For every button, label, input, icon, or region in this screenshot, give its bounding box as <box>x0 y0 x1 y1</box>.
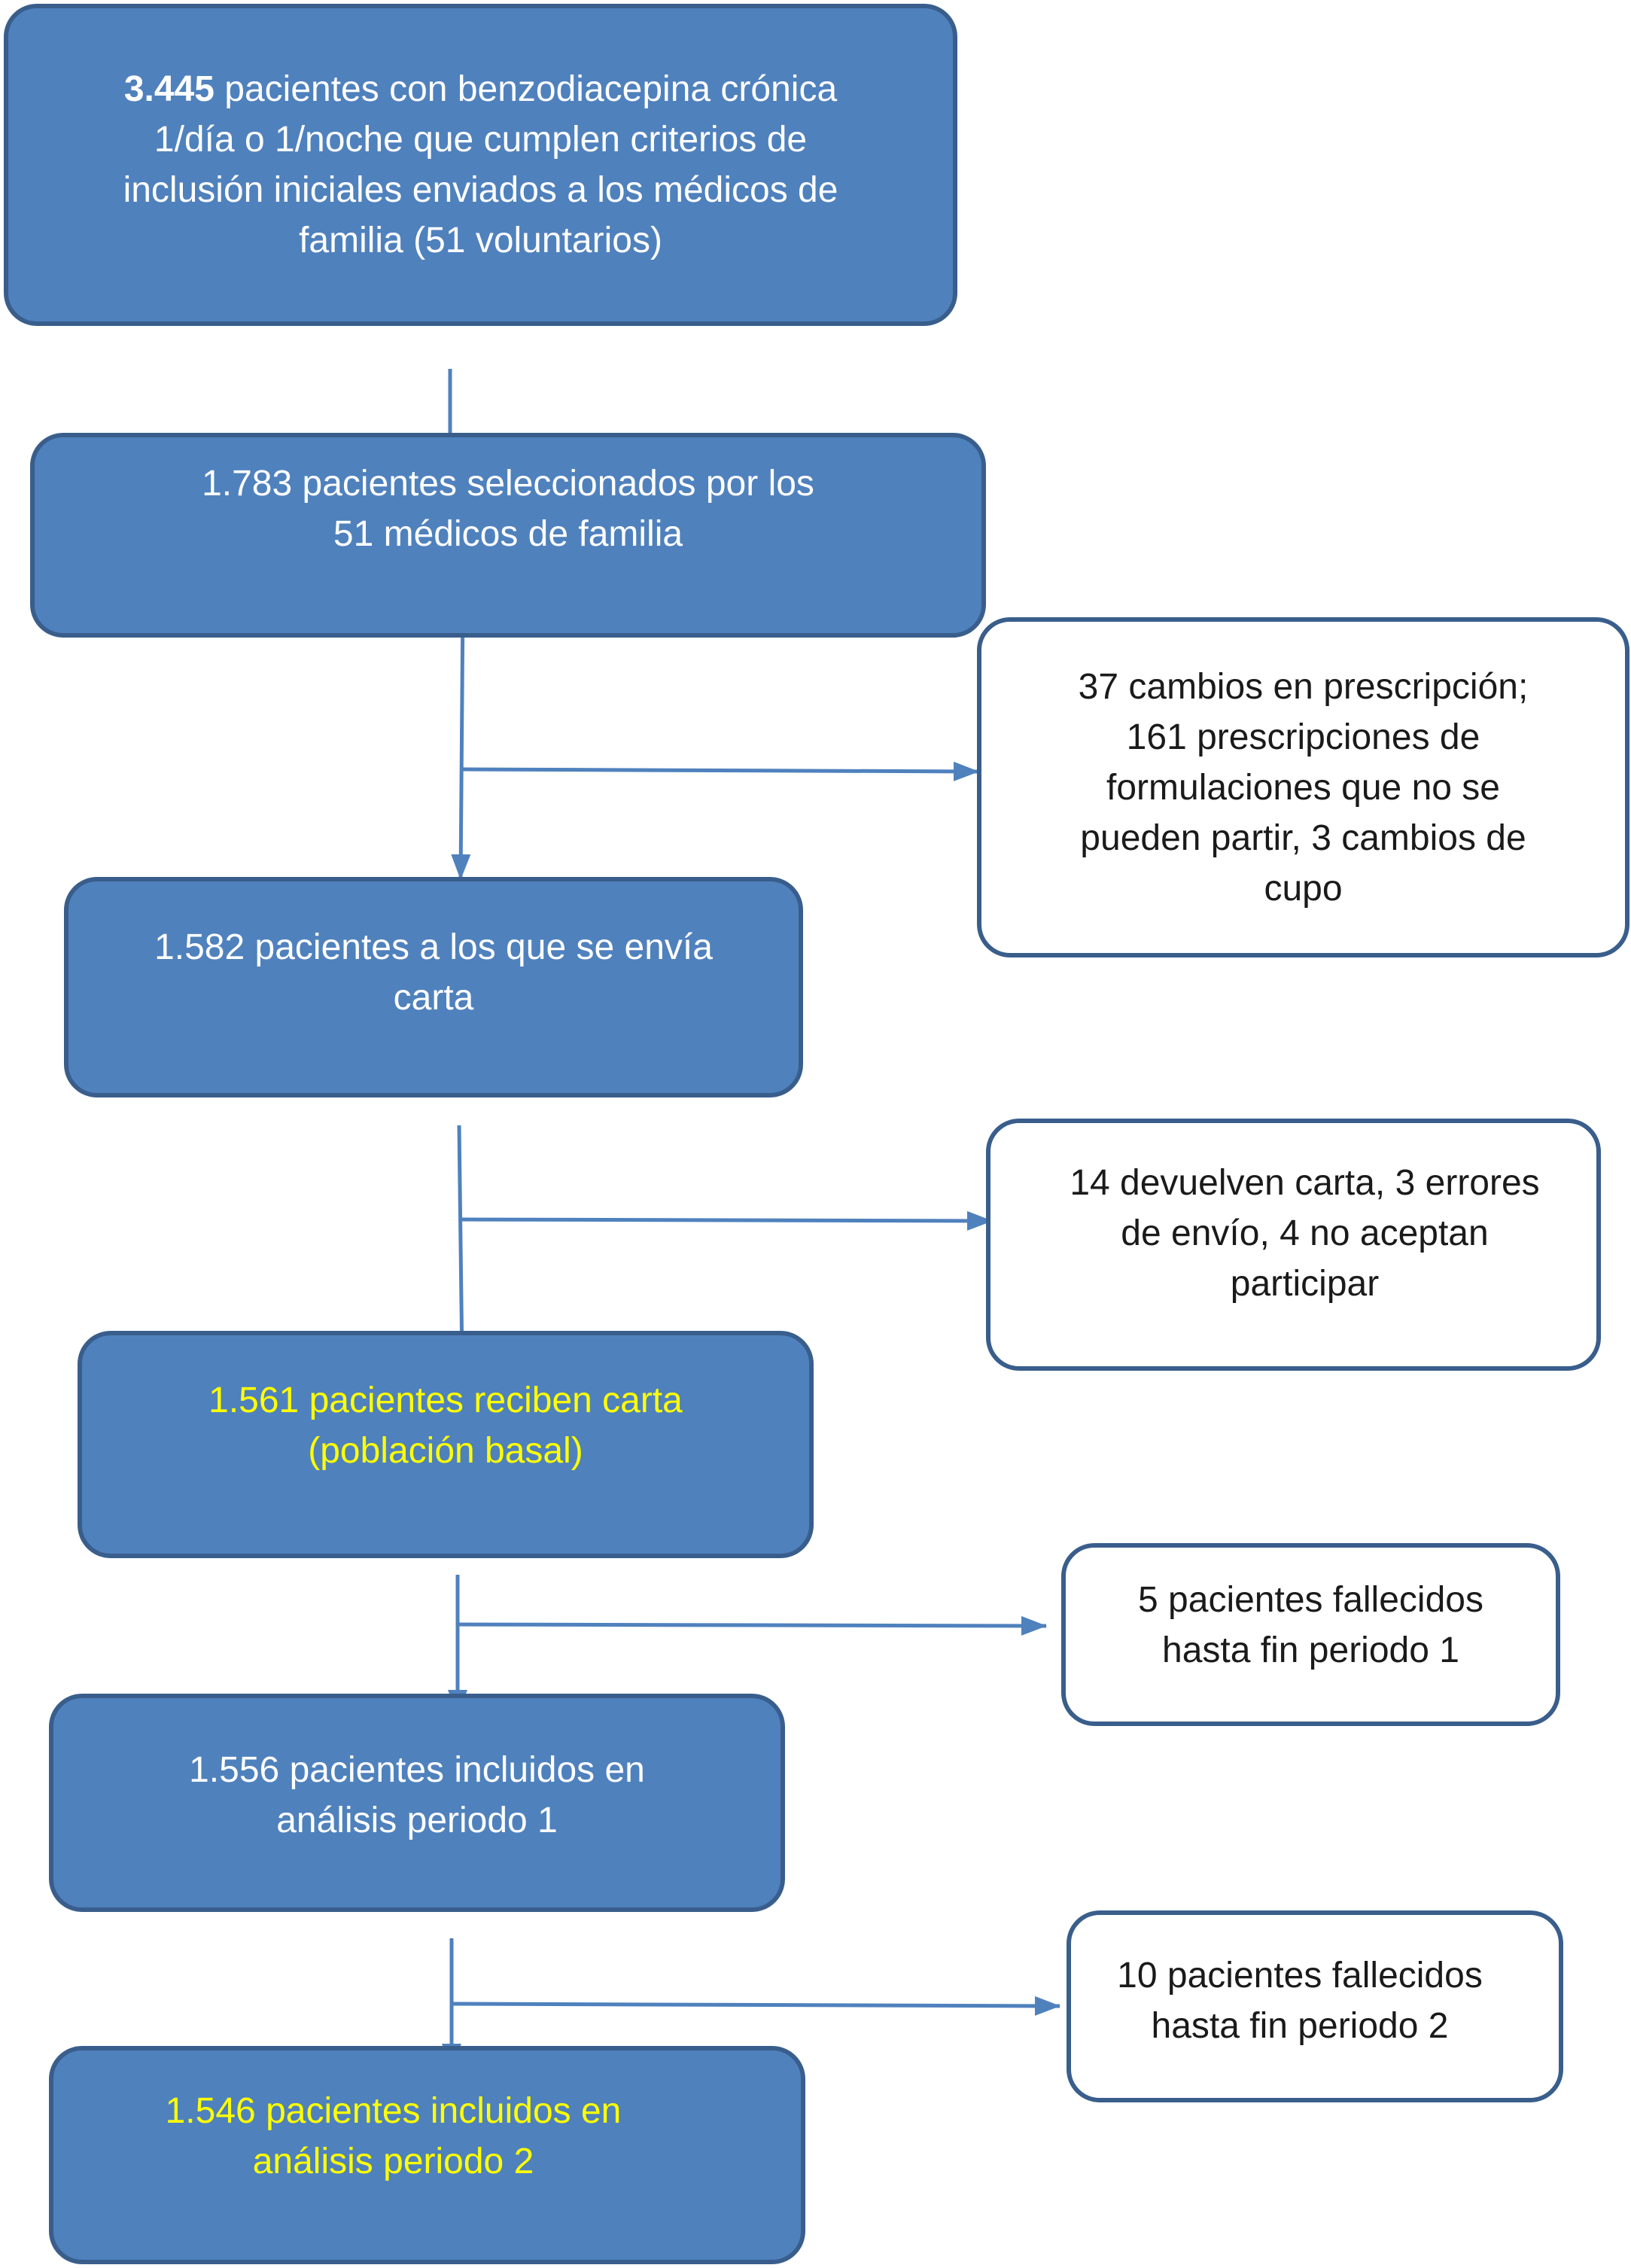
step1-bold-number: 3.445 <box>123 69 215 109</box>
arrow-branch-ex1 <box>462 761 979 781</box>
exclusion3-text: 5 pacientes fallecidos hasta fin periodo… <box>1138 1580 1483 1670</box>
arrow-branch-ex3 <box>457 1615 1047 1636</box>
exclusion1-text: 37 cambios en prescripción; 161 prescrip… <box>1078 666 1529 909</box>
arrow-branch-ex2 <box>460 1210 993 1231</box>
step6-text: 1.546 pacientes incluidos en análisis pe… <box>165 2091 622 2181</box>
step1-box: 3.445 pacientes con benzodiacepina cróni… <box>4 4 957 326</box>
exclusion2-text: 14 devuelven carta, 3 errores de envío, … <box>1070 1163 1540 1304</box>
step3-text: 1.582 pacientes a los que se envía carta <box>154 927 713 1018</box>
step2-text: 1.783 pacientes seleccionados por los 51… <box>202 464 814 554</box>
exclusion2-box: 14 devuelven carta, 3 errores de envío, … <box>986 1119 1601 1371</box>
arrow-step3-step4 <box>452 1125 472 1362</box>
exclusion3-box: 5 pacientes fallecidos hasta fin periodo… <box>1061 1543 1560 1726</box>
step4-text: 1.561 pacientes reciben carta (población… <box>208 1381 683 1471</box>
step6-box: 1.546 pacientes incluidos en análisis pe… <box>49 2046 805 2264</box>
step1-text: 3.445 pacientes con benzodiacepina cróni… <box>123 64 838 266</box>
arrow-branch-ex4 <box>451 1996 1060 2016</box>
arrow-step2-step3 <box>451 601 471 880</box>
step5-box: 1.556 pacientes incluidos en análisis pe… <box>49 1694 785 1912</box>
step1-label: pacientes con benzodiacepina crónica 1/d… <box>123 69 838 260</box>
step3-box: 1.582 pacientes a los que se envía carta <box>64 877 803 1097</box>
exclusion4-text: 10 pacientes fallecidos hasta fin period… <box>1117 1956 1483 2046</box>
exclusion4-box: 10 pacientes fallecidos hasta fin period… <box>1067 1910 1563 2102</box>
step2-box: 1.783 pacientes seleccionados por los 51… <box>30 433 986 638</box>
step4-box: 1.561 pacientes reciben carta (población… <box>78 1331 814 1558</box>
exclusion1-box: 37 cambios en prescripción; 161 prescrip… <box>977 617 1629 957</box>
step5-text: 1.556 pacientes incluidos en análisis pe… <box>189 1750 645 1840</box>
